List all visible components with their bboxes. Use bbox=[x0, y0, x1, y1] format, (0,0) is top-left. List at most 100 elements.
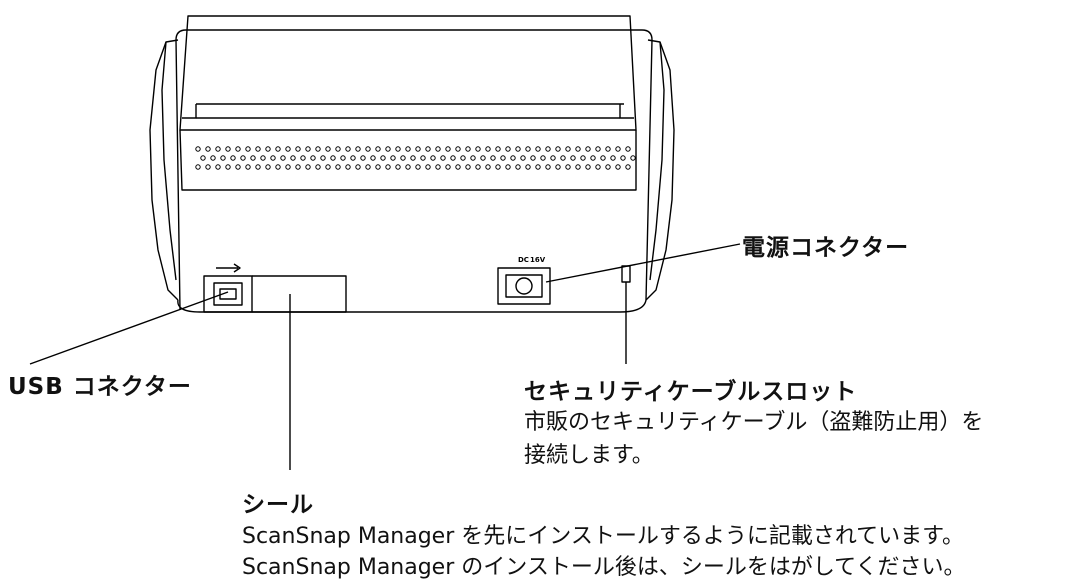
vent-hole bbox=[425, 164, 431, 170]
vent-hole bbox=[565, 146, 571, 152]
vent-hole bbox=[555, 146, 561, 152]
vent-hole bbox=[485, 146, 491, 152]
vent-hole bbox=[610, 155, 616, 161]
vent-hole bbox=[460, 155, 466, 161]
vent-hole bbox=[515, 164, 521, 170]
vent-hole bbox=[630, 155, 636, 161]
vent-hole bbox=[335, 146, 341, 152]
vent-hole bbox=[230, 155, 236, 161]
vent-hole bbox=[305, 146, 311, 152]
vent-hole bbox=[470, 155, 476, 161]
vent-hole bbox=[505, 164, 511, 170]
vent-hole bbox=[625, 146, 631, 152]
vent-hole bbox=[225, 164, 231, 170]
vent-hole bbox=[270, 155, 276, 161]
seal bbox=[252, 275, 347, 313]
vent-hole bbox=[595, 164, 601, 170]
vent-hole bbox=[415, 164, 421, 170]
vent-hole bbox=[260, 155, 266, 161]
vent-hole bbox=[210, 155, 216, 161]
vent-hole bbox=[535, 164, 541, 170]
vent-hole bbox=[585, 146, 591, 152]
right-side-arm bbox=[645, 39, 675, 301]
vent-hole bbox=[195, 164, 201, 170]
vent-hole bbox=[415, 146, 421, 152]
vent-hole bbox=[315, 164, 321, 170]
vent-hole bbox=[425, 146, 431, 152]
vent-hole bbox=[265, 146, 271, 152]
vent-hole bbox=[380, 155, 386, 161]
vent-hole bbox=[465, 164, 471, 170]
vent-hole bbox=[625, 164, 631, 170]
vent-hole bbox=[580, 155, 586, 161]
vent-hole bbox=[335, 164, 341, 170]
usb-port-frame bbox=[203, 275, 253, 313]
vent-hole bbox=[570, 155, 576, 161]
vent-hole bbox=[255, 164, 261, 170]
vent-hole bbox=[370, 155, 376, 161]
usb-connector-label: USB コネクター bbox=[8, 374, 192, 400]
vent-hole bbox=[245, 164, 251, 170]
vent-hole bbox=[545, 164, 551, 170]
vent-hole bbox=[325, 146, 331, 152]
vent-hole bbox=[500, 155, 506, 161]
vent-hole bbox=[490, 155, 496, 161]
vent-hole bbox=[355, 146, 361, 152]
scanner-body bbox=[175, 29, 653, 311]
vent-hole bbox=[455, 146, 461, 152]
usb-symbol-icon bbox=[216, 263, 241, 273]
vent-hole bbox=[320, 155, 326, 161]
vent-hole bbox=[595, 146, 601, 152]
vent-hole bbox=[420, 155, 426, 161]
vent-hole bbox=[285, 146, 291, 152]
security-slot-label: セキュリティケーブルスロット bbox=[524, 379, 858, 405]
vent-hole bbox=[215, 164, 221, 170]
vent-hole bbox=[605, 164, 611, 170]
vent-hole bbox=[365, 164, 371, 170]
vent-hole bbox=[535, 146, 541, 152]
vent-hole bbox=[365, 146, 371, 152]
vent-hole bbox=[475, 146, 481, 152]
vent-hole bbox=[200, 155, 206, 161]
vent-hole bbox=[220, 155, 226, 161]
vent-hole bbox=[515, 146, 521, 152]
vent-hole bbox=[375, 164, 381, 170]
vent-hole bbox=[545, 146, 551, 152]
vent-hole bbox=[345, 146, 351, 152]
vent-hole bbox=[575, 164, 581, 170]
vent-hole bbox=[590, 155, 596, 161]
vent-hole bbox=[235, 146, 241, 152]
vent-hole bbox=[530, 155, 536, 161]
vent-hole bbox=[495, 164, 501, 170]
vent-hole bbox=[520, 155, 526, 161]
vent-hole bbox=[555, 164, 561, 170]
vent-hole bbox=[525, 146, 531, 152]
vent-hole bbox=[325, 164, 331, 170]
vent-hole bbox=[450, 155, 456, 161]
vent-hole bbox=[540, 155, 546, 161]
dc-label-line1: DC bbox=[518, 256, 529, 264]
vent-hole bbox=[250, 155, 256, 161]
vent-hole bbox=[295, 146, 301, 152]
vent-hole bbox=[615, 146, 621, 152]
vent-hole bbox=[235, 164, 241, 170]
vent-grid bbox=[195, 146, 636, 170]
power-port bbox=[505, 274, 543, 298]
paper-chute bbox=[179, 15, 637, 131]
vent-hole bbox=[445, 146, 451, 152]
vent-hole bbox=[620, 155, 626, 161]
security-slot-desc-line2: 接続します。 bbox=[524, 443, 654, 468]
vent-hole bbox=[430, 155, 436, 161]
vent-hole bbox=[265, 164, 271, 170]
vent-hole bbox=[280, 155, 286, 161]
power-port-frame bbox=[497, 267, 551, 305]
vent-hole bbox=[465, 146, 471, 152]
vent-hole bbox=[440, 155, 446, 161]
vent-hole bbox=[475, 164, 481, 170]
vent-hole bbox=[225, 146, 231, 152]
vent-hole bbox=[305, 164, 311, 170]
vent-hole bbox=[295, 164, 301, 170]
vent-hole bbox=[390, 155, 396, 161]
vent-hole bbox=[405, 146, 411, 152]
